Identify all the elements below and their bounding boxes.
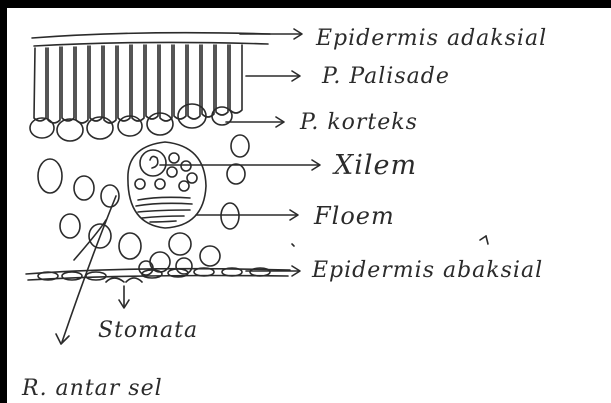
label-xilem: Xilem bbox=[334, 150, 417, 181]
label-epidermis-abaksial: Epidermis abaksial bbox=[312, 258, 543, 283]
vascular-bundle bbox=[128, 142, 206, 228]
label-epidermis-adaksial: Epidermis adaksial bbox=[316, 26, 547, 51]
palisade-cells bbox=[34, 45, 242, 123]
lower-epidermis bbox=[26, 268, 290, 280]
label-p-palisade: P. Palisade bbox=[322, 64, 450, 89]
label-floem: Floem bbox=[314, 202, 395, 230]
label-p-korteks: P. korteks bbox=[300, 110, 418, 135]
upper-epidermis bbox=[32, 33, 270, 46]
label-r-antar-sel: R. antar sel bbox=[22, 376, 163, 401]
label-stomata: Stomata bbox=[98, 318, 198, 343]
stomata-drawing bbox=[106, 278, 142, 282]
